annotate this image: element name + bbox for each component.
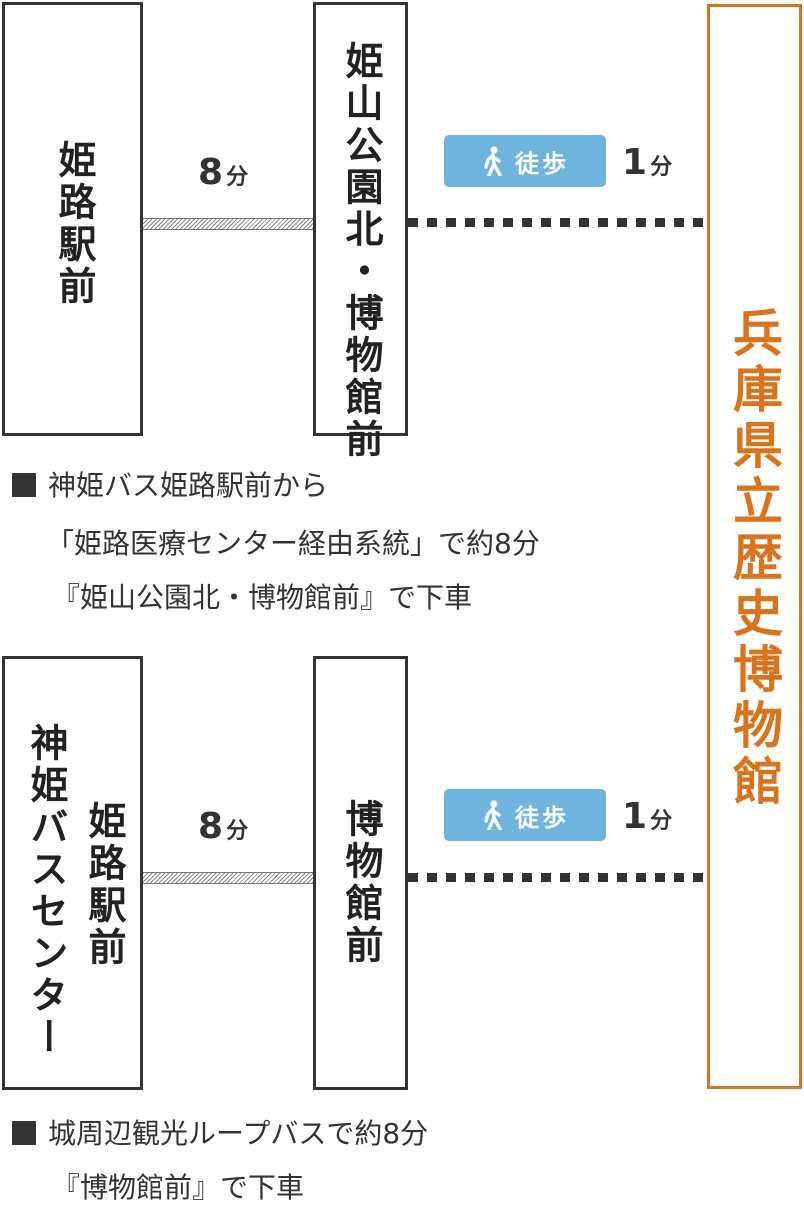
note-text: 神姫バス姫路駅前から	[48, 469, 329, 502]
note-text: 城周辺観光ループバスで約8分	[48, 1117, 429, 1150]
origin-main-label: 神姫バスセンター	[24, 723, 68, 1059]
bus-route-line-2	[143, 872, 313, 884]
destination-box-museum: 兵庫県立歴史博物館	[707, 4, 802, 1089]
note-text: 『博物館前』で下車	[52, 1171, 305, 1204]
bullet-square-icon	[12, 1121, 36, 1145]
origin-box-shinki-bus-center: 神姫バスセンター 姫路駅前	[2, 656, 143, 1090]
origin-box-himeji-station: 姫路駅前	[2, 2, 143, 436]
walk-badge-1: 徒歩	[444, 135, 606, 187]
bus-stop-box-2: 博物館前	[313, 656, 408, 1090]
bus-duration-value: 8	[198, 152, 224, 193]
walk-duration-value: 1	[622, 142, 648, 183]
note-text: 『姫山公園北・博物館前』で下車	[52, 581, 473, 614]
origin-label: 姫路駅前	[52, 140, 96, 308]
route2-note-line-2: 『博物館前』で下車	[52, 1174, 304, 1202]
walk-route-line-1	[408, 218, 707, 227]
bus-stop-box-1: 姫山公園北・博物館前	[313, 2, 408, 461]
walk-route-line-2	[408, 873, 707, 882]
bus-route-line-1	[143, 218, 313, 230]
bus-duration-unit: 分	[226, 819, 249, 844]
route1-note-line-2: 「姫路医療センター経由系統」で約8分	[46, 530, 540, 558]
walk-badge-2: 徒歩	[444, 789, 606, 841]
bus-duration-unit: 分	[226, 165, 249, 190]
origin-sub-label: 姫路駅前	[82, 801, 126, 969]
walk-duration-unit: 分	[650, 155, 673, 180]
route1-note-line-3: 『姫山公園北・博物館前』で下車	[52, 584, 472, 612]
walk-duration-value: 1	[622, 796, 648, 837]
bus-duration-value: 8	[198, 806, 224, 847]
walk-label: 徒歩	[515, 803, 569, 832]
route2-note-line-1: 城周辺観光ループバスで約8分	[12, 1120, 428, 1148]
destination-label: 兵庫県立歴史博物館	[725, 307, 783, 811]
bus-stop-label: 博物館前	[339, 799, 383, 967]
walk-duration-unit: 分	[650, 809, 673, 834]
walk-label: 徒歩	[515, 149, 569, 178]
bullet-square-icon	[12, 473, 36, 497]
walking-person-icon	[484, 800, 502, 830]
route1-note-line-1: 神姫バス姫路駅前から	[12, 472, 328, 500]
note-text: 「姫路医療センター経由系統」で約8分	[46, 527, 540, 560]
walking-person-icon	[484, 146, 502, 176]
bus-stop-label: 姫山公園北・博物館前	[339, 41, 383, 461]
